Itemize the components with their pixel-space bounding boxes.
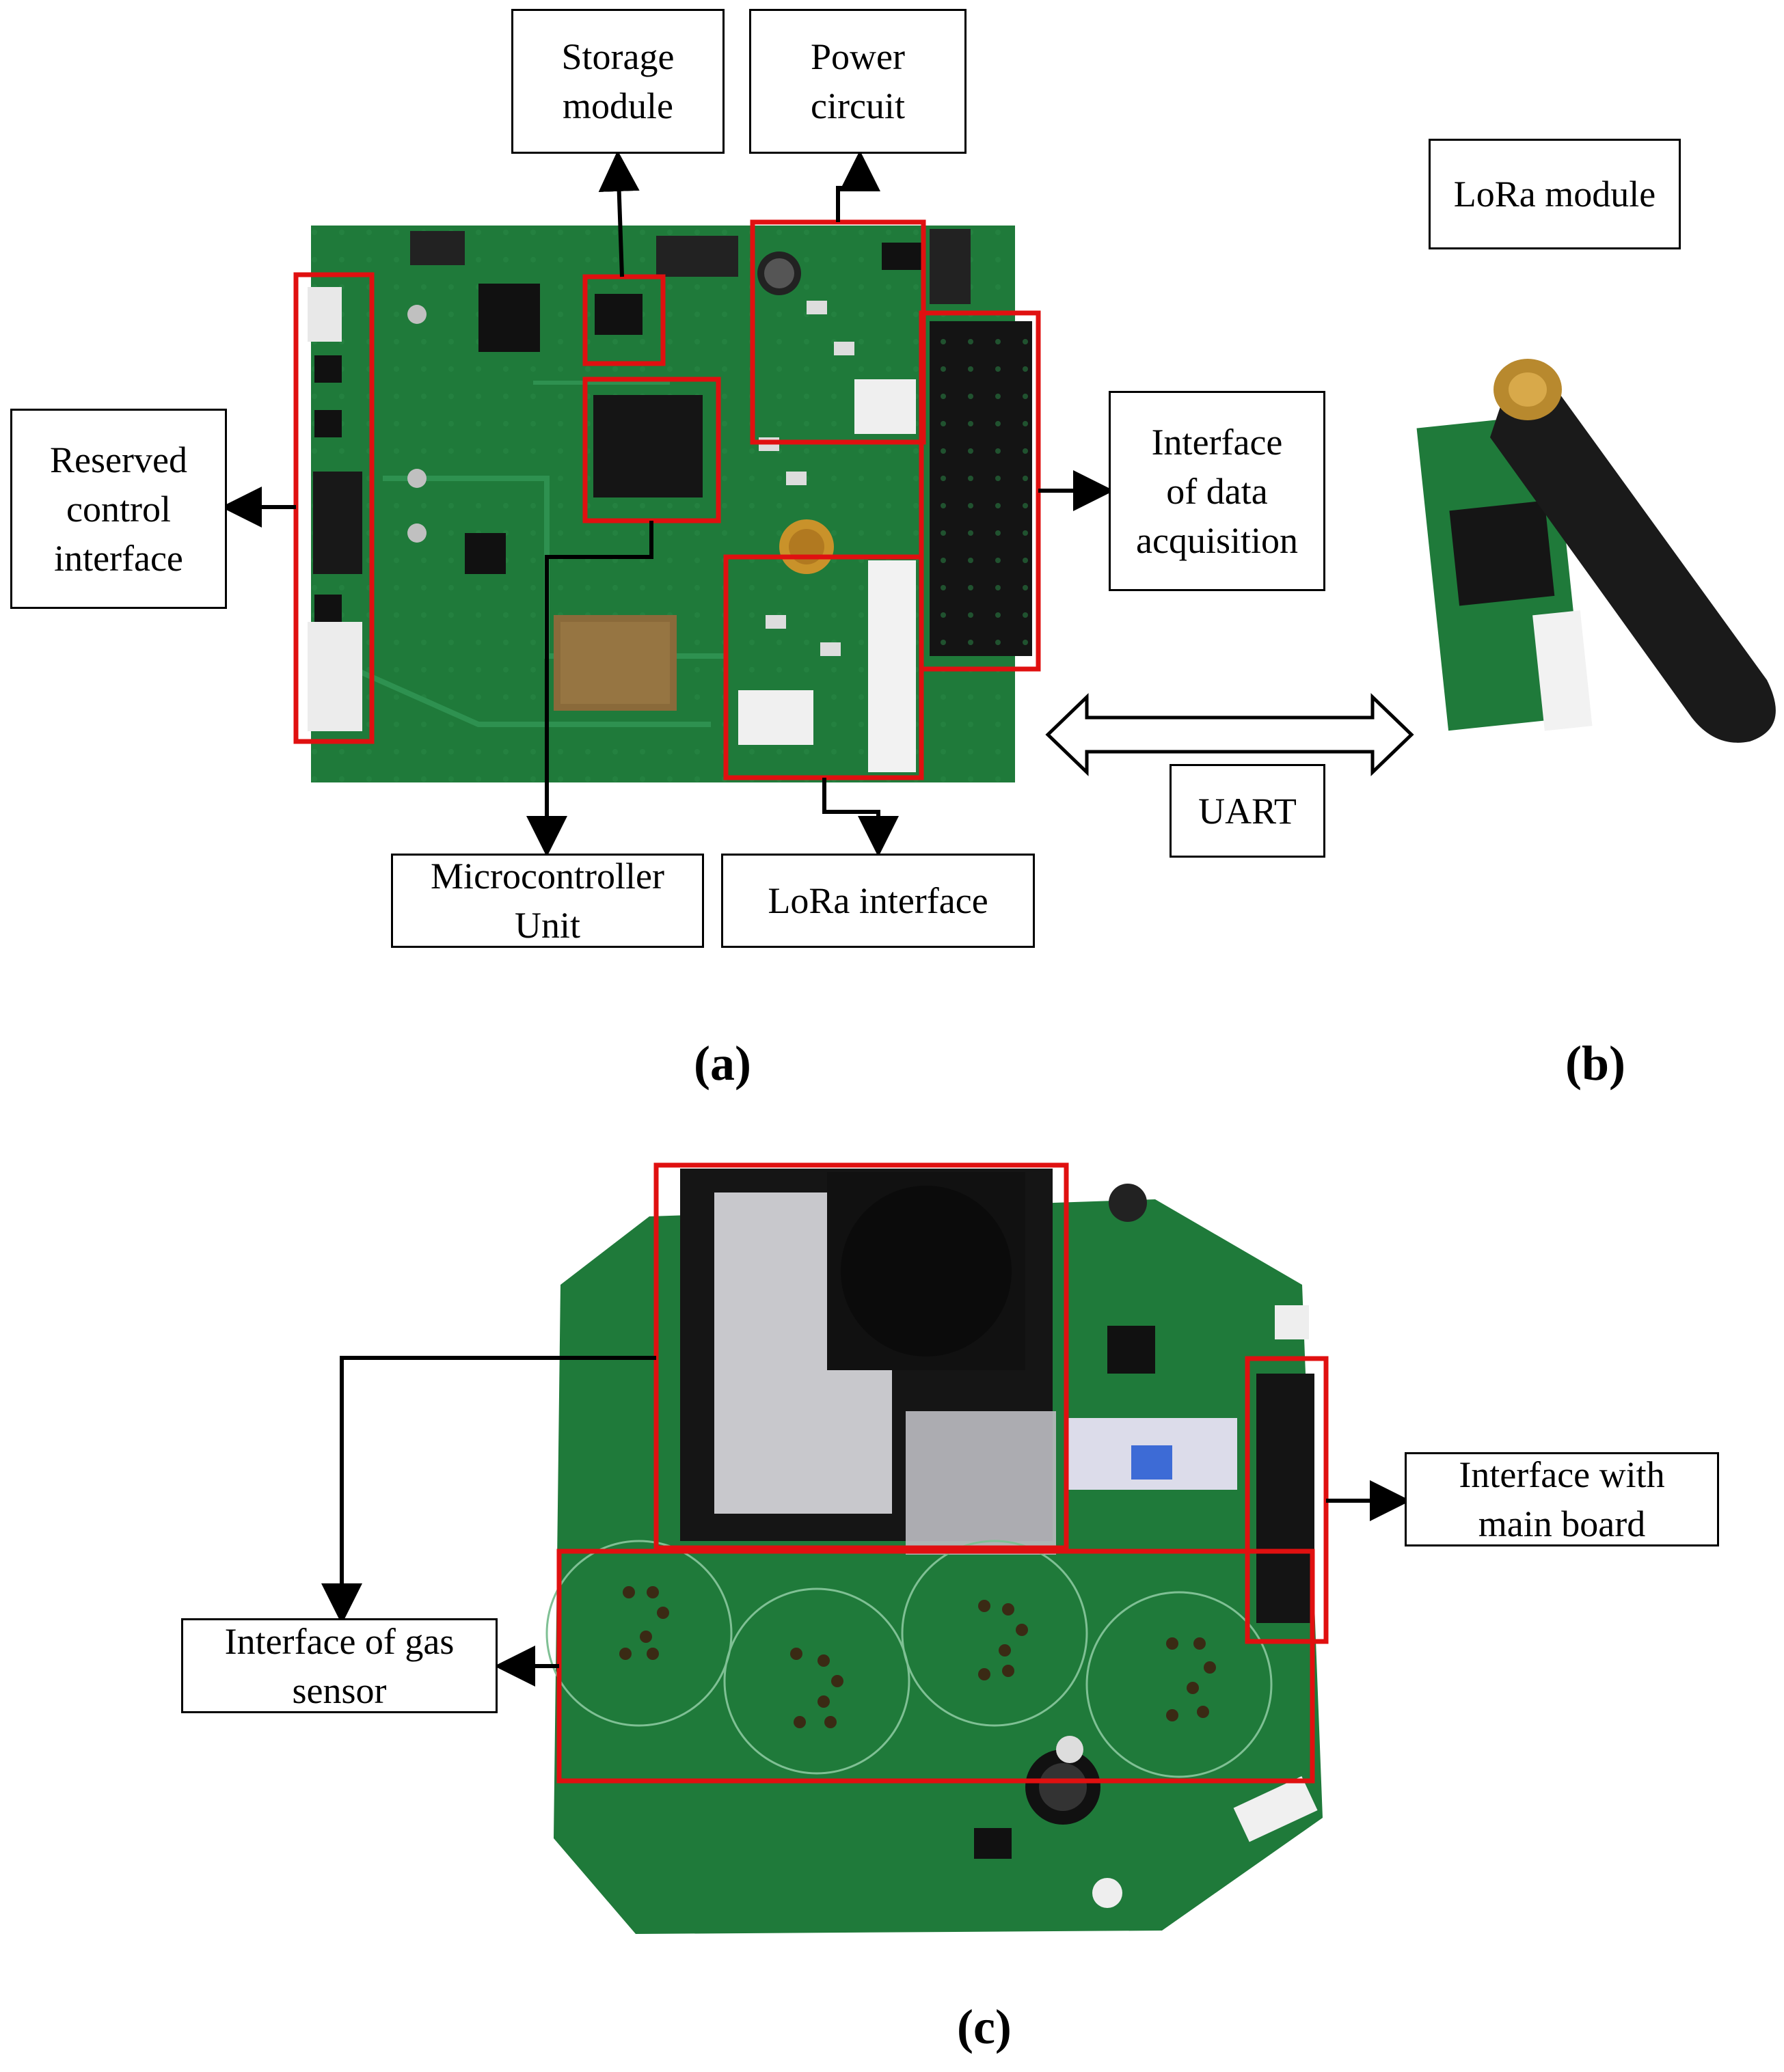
lora-module-label: LoRa module — [1429, 139, 1681, 249]
power-arrow — [836, 150, 880, 222]
uart-double-arrow — [1045, 693, 1414, 776]
lora-interface-arrow — [822, 778, 899, 857]
caption-c: (c) — [957, 2000, 1012, 2054]
interface-of-gas-sensor-label: Interface of gas sensor — [181, 1618, 498, 1713]
sensor-board-photo — [545, 1169, 1323, 1934]
pm-sensor-arrow — [321, 1356, 656, 1624]
lora-interface-label: LoRa interface — [721, 854, 1035, 948]
mcu-arrow — [526, 521, 653, 857]
lora-module-photo — [1416, 359, 1776, 743]
uart-label: UART — [1170, 764, 1325, 858]
caption-b: (b) — [1565, 1036, 1625, 1091]
interface-with-main-board-label: Interface with main board — [1405, 1452, 1719, 1546]
caption-a: (a) — [694, 1036, 751, 1091]
storage-module-highlight — [582, 274, 666, 366]
microcontroller-unit-label: Microcontroller Unit — [391, 854, 704, 948]
storage-module-label: Storage module — [511, 9, 725, 154]
data-acquisition-interface-label: Interface of data acquisition — [1109, 391, 1325, 591]
reserved-control-interface-label: Reserved control interface — [10, 409, 227, 609]
power-circuit-label: Power circuit — [749, 9, 967, 154]
storage-arrow — [598, 150, 640, 277]
